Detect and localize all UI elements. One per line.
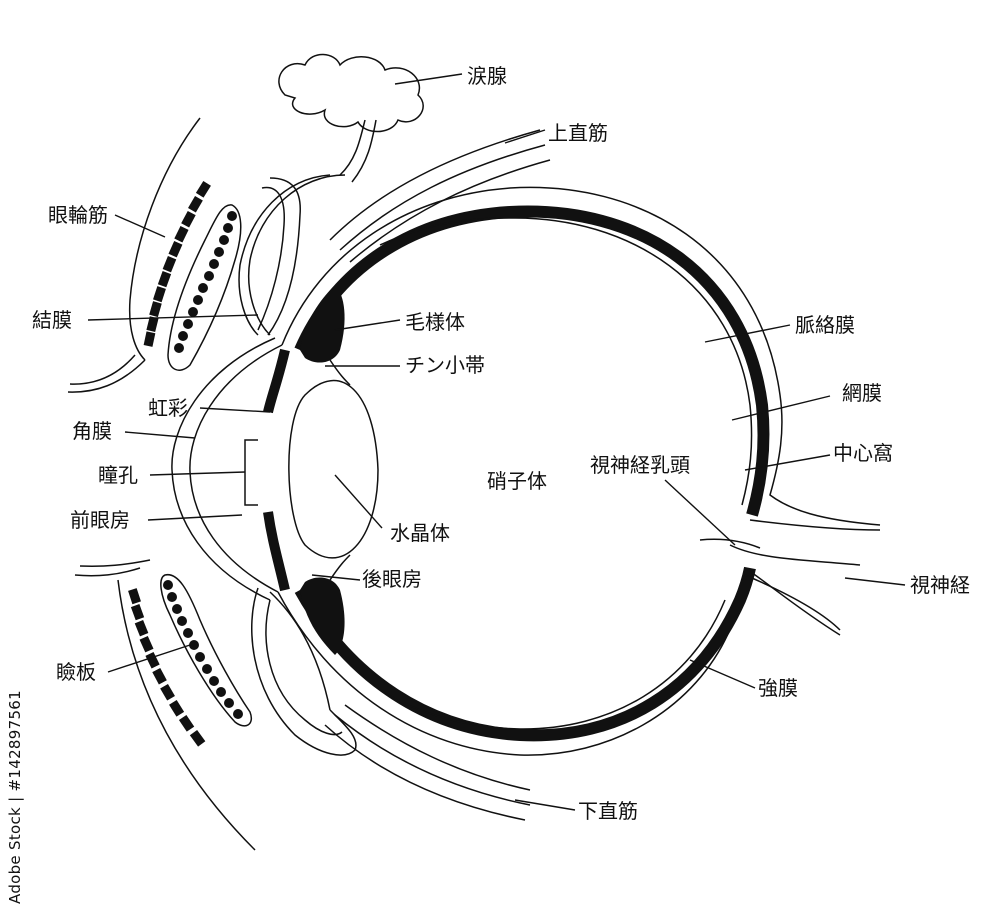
label-anterior-chamber: 前眼房: [70, 508, 130, 532]
label-tarsus: 瞼板: [56, 660, 96, 684]
label-inferior-rectus: 下直筋: [578, 799, 638, 823]
zonule: [330, 360, 350, 580]
label-cornea: 角膜: [72, 419, 112, 443]
pupil-bracket: [245, 440, 258, 505]
label-fovea: 中心窩: [833, 441, 893, 465]
label-retina: 網膜: [842, 381, 882, 405]
inferior-rectus-muscle: [325, 705, 530, 820]
lens: [289, 381, 378, 558]
label-optic-nerve: 視神経: [910, 573, 970, 597]
label-superior-rectus: 上直筋: [548, 121, 608, 145]
ciliary-body: [300, 285, 345, 655]
superior-rectus-muscle: [330, 130, 550, 262]
orbicularis-muscle-lower: [128, 588, 205, 746]
label-ciliary-body: 毛様体: [405, 310, 465, 334]
label-choroid: 脈絡膜: [795, 313, 855, 337]
label-conjunctiva: 結膜: [32, 308, 72, 332]
cornea: [172, 338, 282, 600]
label-lacrimal-gland: 涙腺: [467, 64, 507, 88]
watermark-text: Adobe Stock | #142897561: [6, 690, 24, 904]
orbicularis-muscle-upper: [144, 181, 211, 347]
lacrimal-gland: [279, 54, 423, 182]
label-zonule: チン小帯: [405, 353, 485, 377]
label-posterior-chamber: 後眼房: [362, 567, 422, 591]
label-vitreous: 硝子体: [487, 469, 547, 493]
label-sclera: 強膜: [758, 676, 798, 700]
label-orbicularis: 眼輪筋: [48, 203, 108, 227]
label-optic-disc: 視神経乳頭: [590, 453, 690, 477]
label-lens: 水晶体: [390, 521, 450, 545]
iris: [268, 350, 285, 590]
label-pupil: 瞳孔: [98, 463, 138, 487]
retina: [380, 218, 752, 729]
label-iris: 虹彩: [148, 396, 188, 420]
